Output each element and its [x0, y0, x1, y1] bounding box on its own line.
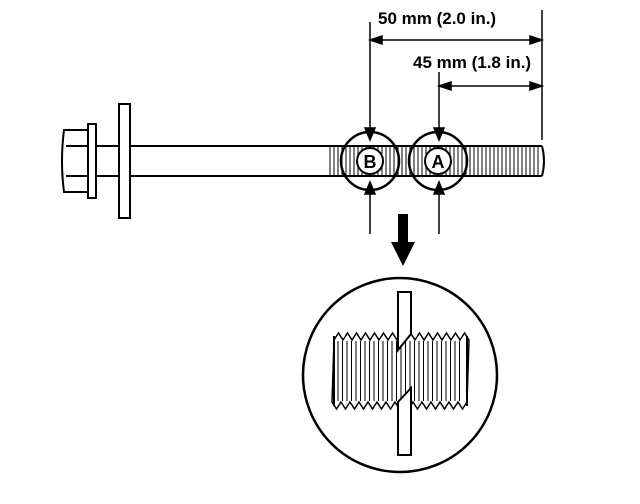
marker-a-label: A	[432, 152, 445, 172]
down-arrow-icon	[391, 214, 415, 266]
marker-b: B	[339, 130, 401, 192]
magnified-thread-view	[301, 276, 499, 474]
blade-top	[397, 291, 412, 353]
bolt-head	[61, 123, 97, 199]
bolt-shank	[96, 145, 545, 177]
marker-b-label: B	[364, 152, 377, 172]
thread-lines	[329, 147, 539, 175]
thread-length-label: 45 mm (1.8 in.)	[413, 53, 531, 72]
washer	[118, 103, 131, 219]
marker-a: A	[407, 130, 469, 192]
overall-length-label: 50 mm (2.0 in.)	[378, 9, 496, 28]
dimension-lines	[363, 10, 545, 234]
blade-bottom	[397, 385, 412, 456]
